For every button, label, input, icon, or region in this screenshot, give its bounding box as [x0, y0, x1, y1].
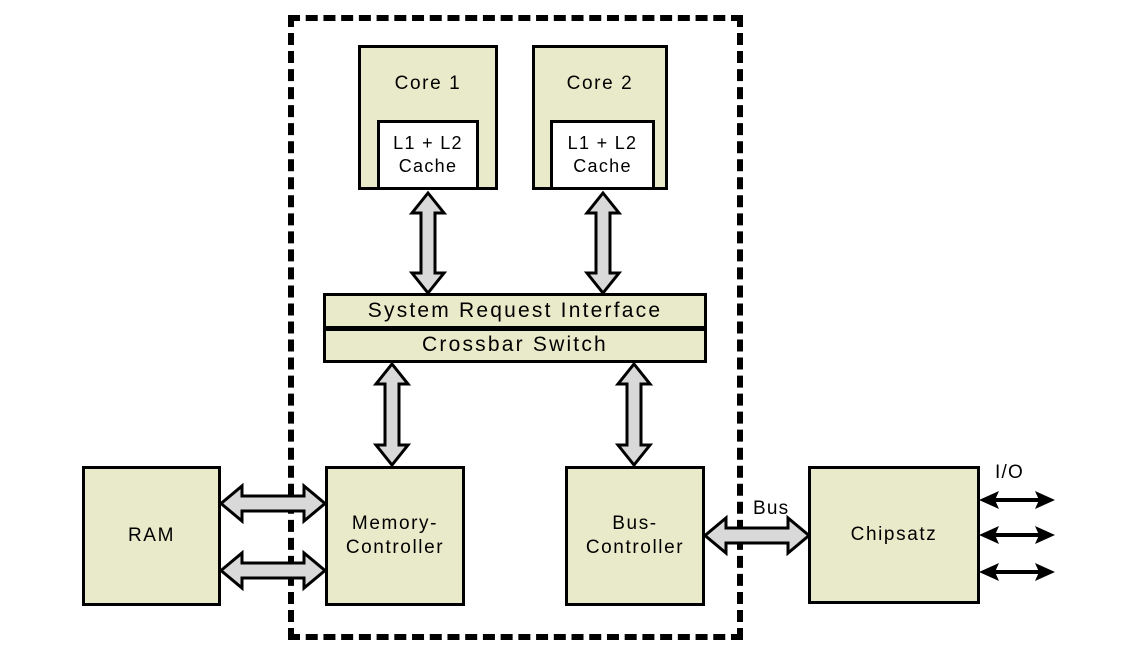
connection-bus-controller-chipset [702, 514, 812, 557]
block-chipset[interactable]: Chipsatz [808, 466, 980, 604]
bus-connection-label: Bus [753, 498, 790, 519]
sri-label: System Request Interface [367, 298, 663, 322]
crossbar-label: Crossbar Switch [422, 333, 608, 357]
cache-2-label: L1 + L2 Cache [567, 132, 638, 176]
connection-crossbar-memory-controller [372, 361, 412, 468]
connection-core1-sri [408, 190, 448, 296]
ram-label: RAM [127, 524, 176, 546]
connection-ram-memory-controller-lower [218, 549, 328, 592]
block-bus-controller[interactable]: Bus- Controller [565, 466, 705, 606]
block-ram[interactable]: RAM [82, 466, 221, 606]
core-1-label: Core 1 [394, 73, 462, 94]
bus-controller-label: Bus- Controller [585, 512, 685, 558]
chipset-label: Chipsatz [850, 523, 938, 545]
memory-controller-label: Memory- Controller [345, 512, 445, 558]
connection-ram-memory-controller-upper [218, 482, 328, 525]
connection-crossbar-bus-controller [614, 361, 654, 468]
cache-1-label: L1 + L2 Cache [393, 132, 463, 176]
connection-core2-sri [583, 190, 623, 296]
io-connection-label: I/O [995, 462, 1024, 483]
block-cache-1[interactable]: L1 + L2 Cache [377, 120, 479, 190]
cpu-die-boundary [288, 15, 743, 640]
block-crossbar-switch[interactable]: Crossbar Switch [323, 328, 707, 363]
connection-io-3 [977, 560, 1057, 584]
connection-io-1 [977, 488, 1057, 512]
block-cache-2[interactable]: L1 + L2 Cache [550, 120, 655, 190]
block-memory-controller[interactable]: Memory- Controller [325, 466, 465, 606]
core-2-label: Core 2 [566, 73, 634, 94]
connection-io-2 [977, 523, 1057, 547]
block-system-request-interface[interactable]: System Request Interface [323, 293, 707, 329]
